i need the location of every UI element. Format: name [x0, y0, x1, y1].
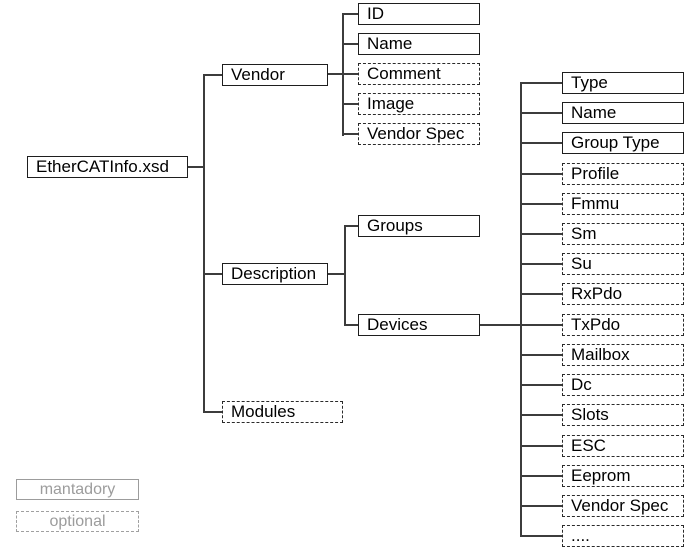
connector-description-stub	[328, 273, 344, 275]
connector-branch-vendor	[203, 74, 222, 76]
node-device-txpdo: TxPdo	[562, 314, 684, 336]
connector-devices-trunk	[520, 82, 522, 537]
node-device-grouptype: Group Type	[562, 132, 684, 154]
node-device-profile: Profile	[562, 163, 684, 185]
node-device-name: Name	[562, 102, 684, 124]
node-device-ellipsis: ....	[562, 525, 684, 547]
node-ethercatinfo-root: EtherCATInfo.xsd	[27, 156, 188, 178]
connector-branch-rxpdo	[520, 293, 562, 295]
connector-branch-device-name	[520, 112, 562, 114]
connector-branch-modules	[203, 411, 222, 413]
node-vendor-id: ID	[358, 3, 480, 25]
connector-root-trunk	[203, 74, 205, 413]
node-vendor: Vendor	[222, 64, 328, 86]
node-device-vendorspec: Vendor Spec	[562, 495, 684, 517]
connector-branch-fmmu	[520, 203, 562, 205]
connector-root-stub	[188, 166, 204, 168]
connector-vendor-trunk	[342, 13, 344, 136]
connector-branch-devices	[344, 324, 358, 326]
node-device-type: Type	[562, 72, 684, 94]
legend-mandatory: mantadory	[16, 479, 139, 500]
connector-branch-vendor-name	[342, 43, 358, 45]
node-device-slots: Slots	[562, 404, 684, 426]
node-device-esc: ESC	[562, 435, 684, 457]
connector-branch-mailbox	[520, 354, 562, 356]
connector-description-trunk	[344, 225, 346, 326]
connector-branch-su	[520, 263, 562, 265]
node-modules: Modules	[222, 401, 343, 423]
connector-branch-type	[520, 82, 562, 84]
connector-branch-slots	[520, 414, 562, 416]
node-device-fmmu: Fmmu	[562, 193, 684, 215]
node-device-sm: Sm	[562, 223, 684, 245]
connector-branch-id	[342, 13, 358, 15]
node-groups: Groups	[358, 215, 480, 237]
connector-branch-dc	[520, 384, 562, 386]
node-devices: Devices	[358, 314, 480, 336]
connector-branch-profile	[520, 173, 562, 175]
node-device-mailbox: Mailbox	[562, 344, 684, 366]
connector-branch-image	[342, 103, 358, 105]
connector-branch-groups	[344, 225, 358, 227]
node-device-eeprom: Eeprom	[562, 465, 684, 487]
node-vendor-image: Image	[358, 93, 480, 115]
node-description: Description	[222, 263, 328, 285]
node-vendor-name: Name	[358, 33, 480, 55]
node-vendor-vendorspec: Vendor Spec	[358, 123, 480, 145]
legend-optional: optional	[16, 511, 139, 532]
connector-branch-eeprom	[520, 475, 562, 477]
connector-branch-sm	[520, 233, 562, 235]
connector-branch-grouptype	[520, 142, 562, 144]
node-device-dc: Dc	[562, 374, 684, 396]
node-vendor-comment: Comment	[358, 63, 480, 85]
connector-branch-device-vendorspec	[520, 505, 562, 507]
node-device-su: Su	[562, 253, 684, 275]
node-device-rxpdo: RxPdo	[562, 283, 684, 305]
connector-branch-description	[203, 273, 222, 275]
connector-branch-ellipsis	[520, 535, 562, 537]
connector-branch-esc	[520, 445, 562, 447]
connector-branch-vendorspec	[342, 133, 358, 135]
